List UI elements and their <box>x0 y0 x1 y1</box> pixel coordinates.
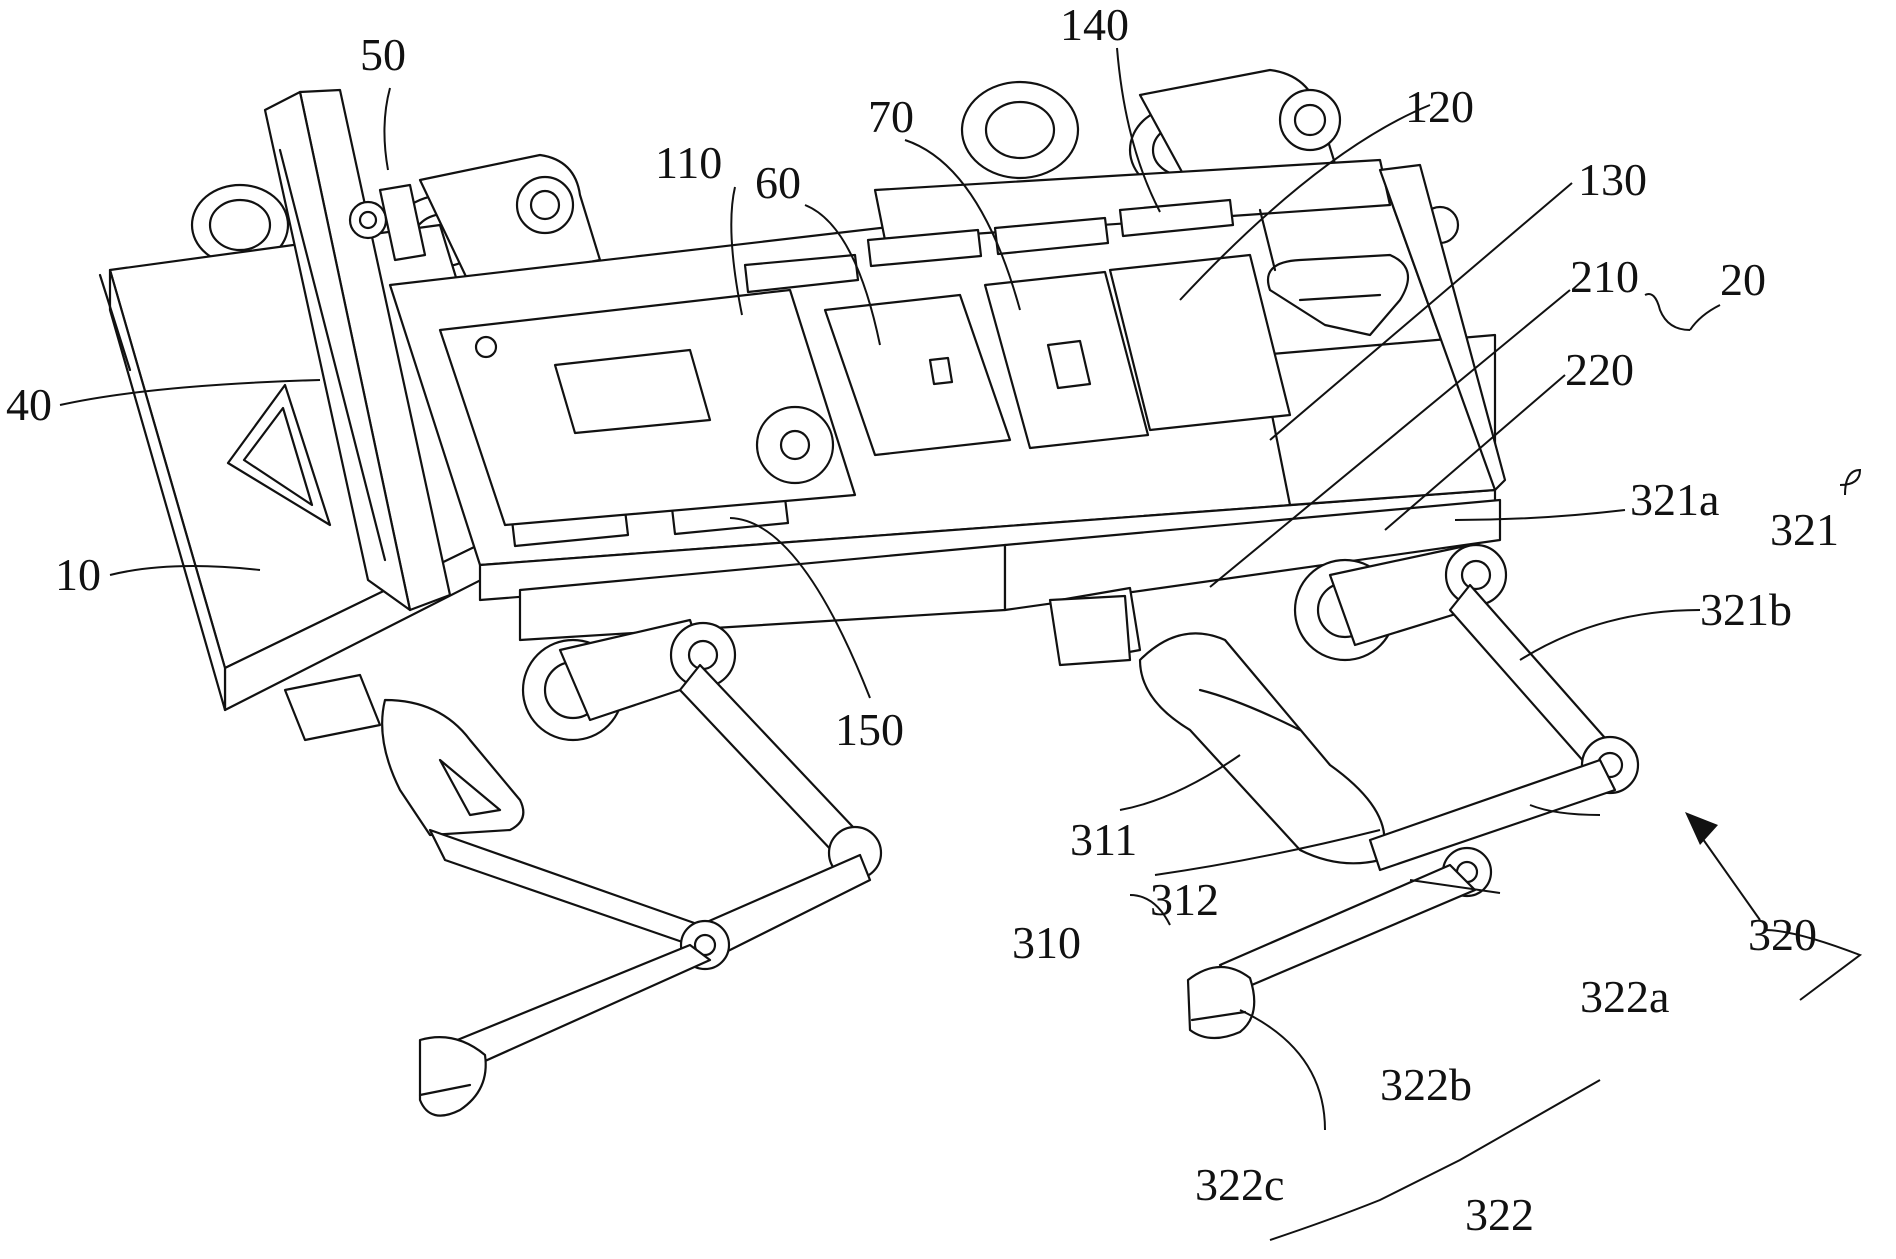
label-321a: 321a <box>1630 474 1719 525</box>
label-320: 320 <box>1748 909 1817 960</box>
label-110: 110 <box>655 137 722 188</box>
label-40: 40 <box>6 379 52 430</box>
reference-labels: 50 40 10 110 60 70 140 120 130 210 20 22… <box>6 0 1839 1240</box>
front-strap <box>1258 208 1410 337</box>
circuit-boards <box>438 253 1292 527</box>
connectors <box>510 198 1235 548</box>
label-322: 322 <box>1465 1189 1534 1240</box>
label-120: 120 <box>1405 81 1474 132</box>
label-130: 130 <box>1578 154 1647 205</box>
left-leg <box>283 618 883 1117</box>
label-70: 70 <box>868 91 914 142</box>
label-210: 210 <box>1570 251 1639 302</box>
label-312: 312 <box>1150 874 1219 925</box>
label-321: 321 <box>1770 504 1839 555</box>
label-322a: 322a <box>1580 971 1669 1022</box>
label-10: 10 <box>55 549 101 600</box>
label-140: 140 <box>1060 0 1129 50</box>
label-220: 220 <box>1565 344 1634 395</box>
label-20: 20 <box>1720 254 1766 305</box>
label-322c: 322c <box>1195 1159 1284 1210</box>
label-60: 60 <box>755 157 801 208</box>
label-150: 150 <box>835 704 904 755</box>
robot-drawing <box>98 68 1640 1117</box>
label-50: 50 <box>360 29 406 80</box>
label-321b: 321b <box>1700 584 1792 635</box>
label-310: 310 <box>1012 917 1081 968</box>
mount-plate <box>263 88 452 612</box>
label-322b: 322b <box>1380 1059 1472 1110</box>
leader-lines <box>59 47 1863 1241</box>
right-leg <box>1048 543 1640 1040</box>
label-311: 311 <box>1070 814 1137 865</box>
